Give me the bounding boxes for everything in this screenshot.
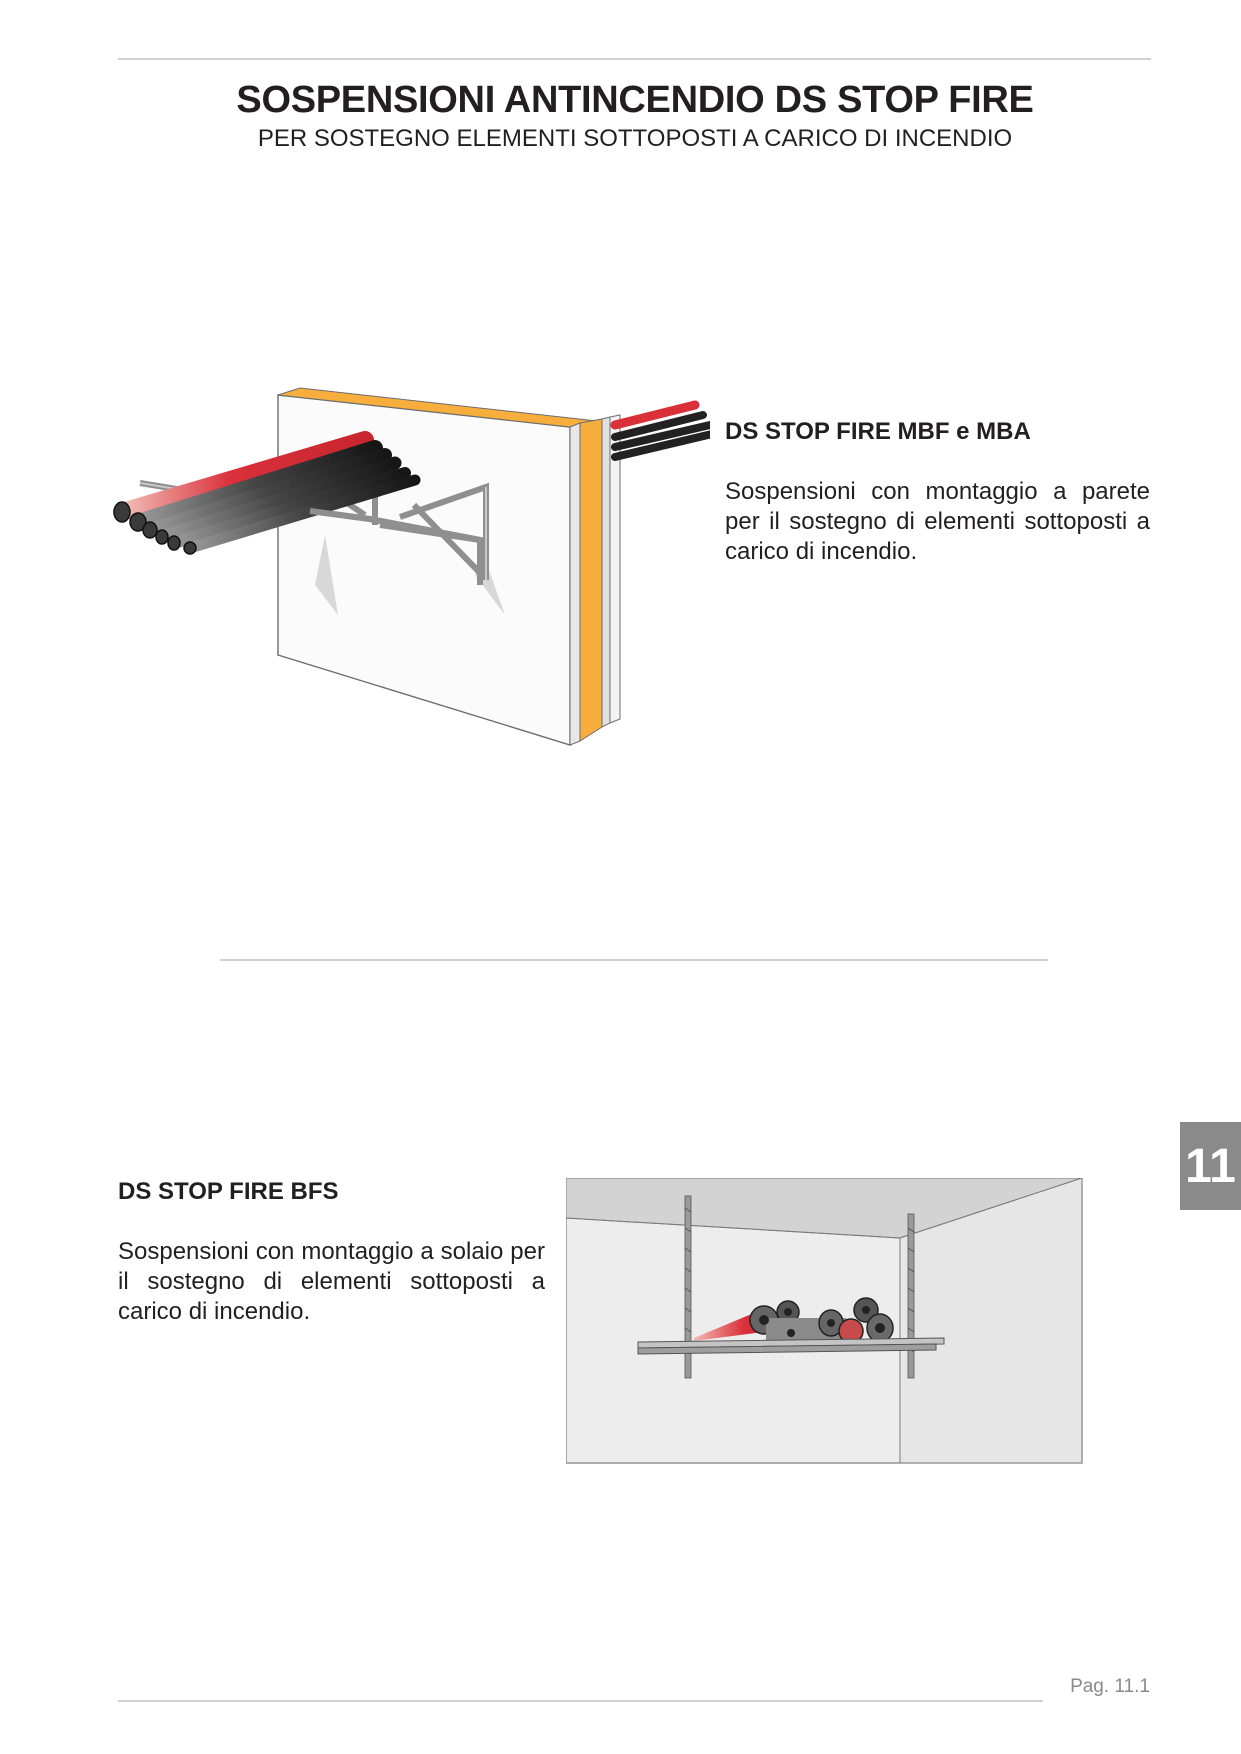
- ceiling-section-body: Sospensioni con montaggio a solaio per i…: [118, 1238, 545, 1325]
- middle-rule: [220, 959, 1048, 961]
- support-rail: [637, 1337, 945, 1349]
- wall-section-body: Sospensioni con montaggio a parete per i…: [725, 478, 1150, 565]
- page-subtitle: PER SOSTEGNO ELEMENTI SOTTOPOSTI A CARIC…: [257, 125, 1013, 152]
- threaded-rods: [684, 1195, 915, 1379]
- fire-board-edge: [579, 418, 603, 742]
- ceiling-pipes: [694, 1297, 894, 1344]
- ceiling-mount-illustration: [566, 1178, 1083, 1464]
- front-pipes: [113, 431, 421, 554]
- wall-mount-illustration: [113, 387, 710, 746]
- side-wall: [899, 1178, 1083, 1464]
- page-number: Pag. 11.1: [1070, 1676, 1150, 1697]
- wall-section-heading: DS STOP FIRE MBF e MBA: [725, 418, 1031, 445]
- bottom-rule: [118, 1700, 1043, 1702]
- ceiling-section-heading: DS STOP FIRE BFS: [118, 1178, 339, 1205]
- top-rule: [118, 58, 1151, 60]
- rear-pipes: [610, 400, 710, 461]
- page-title: SOSPENSIONI ANTINCENDIO DS STOP FIRE: [236, 79, 1034, 121]
- chapter-tab: 11: [1180, 1122, 1241, 1210]
- pipe-ends: [113, 501, 197, 555]
